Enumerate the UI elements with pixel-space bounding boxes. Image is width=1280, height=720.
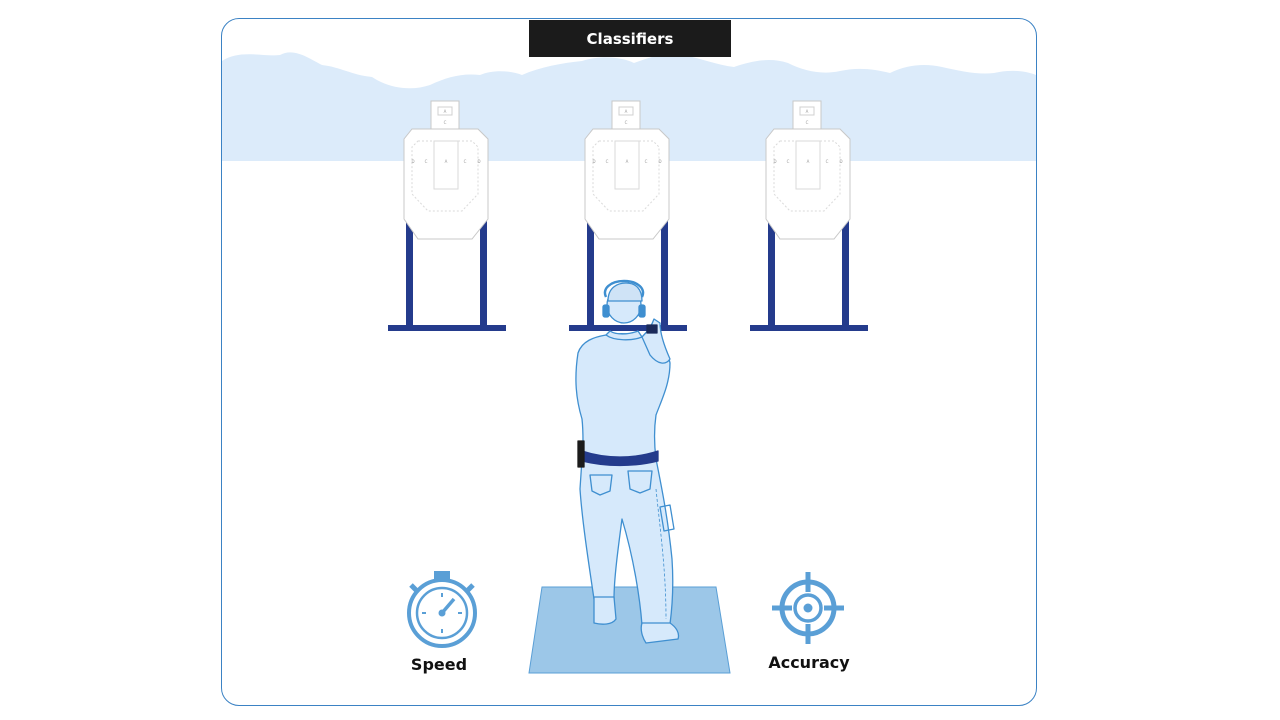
- target-head: [430, 100, 460, 132]
- target-right: A C D C A C D: [750, 100, 868, 331]
- accuracy-label: Accuracy: [768, 653, 850, 672]
- target-head: [792, 100, 822, 132]
- stand-post: [842, 199, 849, 327]
- target-head: [611, 100, 641, 132]
- shooter-collar: [605, 330, 643, 341]
- stand-post: [587, 199, 594, 327]
- speed-label: Speed: [410, 655, 468, 674]
- zone-label: A: [806, 109, 809, 114]
- diagram-frame: A C D C A C D A C D C A C D: [221, 18, 1037, 706]
- ear-cup-right: [638, 304, 646, 318]
- zone-label: A: [807, 159, 810, 164]
- zone-label: A: [445, 159, 448, 164]
- shooting-mat: [528, 586, 731, 674]
- zone-label: A: [444, 109, 447, 114]
- zone-label: D: [592, 159, 595, 164]
- target-body: [765, 128, 851, 240]
- ear-cup-left: [602, 304, 610, 318]
- zone-label: D: [477, 159, 480, 164]
- zone-label: C: [787, 159, 790, 164]
- stand-base: [569, 325, 687, 331]
- holster: [577, 440, 585, 468]
- zone-label: D: [839, 159, 842, 164]
- stand-post: [406, 199, 413, 327]
- ear-protection: [603, 279, 645, 298]
- zone-label: D: [773, 159, 776, 164]
- zone-label: D: [411, 159, 414, 164]
- leg-pocket: [659, 504, 675, 532]
- crosshair-icon: [772, 572, 844, 644]
- pistol: [646, 324, 658, 334]
- shooter-figure: [575, 279, 680, 644]
- zone-label: C: [606, 159, 609, 164]
- stand-base: [388, 325, 506, 331]
- right-shoe: [640, 622, 680, 644]
- zone-label: A: [625, 109, 628, 114]
- zone-label: C: [464, 159, 467, 164]
- left-shoe: [593, 596, 617, 625]
- zone-label: C: [425, 159, 428, 164]
- zone-label: D: [658, 159, 661, 164]
- shooter-belt: [581, 450, 659, 467]
- target-body: [584, 128, 670, 240]
- zone-label: A: [626, 159, 629, 164]
- stand-base: [750, 325, 868, 331]
- target-body: [403, 128, 489, 240]
- title-banner: Classifiers: [529, 20, 731, 57]
- zone-label: C: [625, 120, 628, 125]
- back-pocket-right: [627, 470, 653, 494]
- zone-label: C: [806, 120, 809, 125]
- shooter-legs: [579, 458, 674, 626]
- stand-post: [661, 199, 668, 327]
- zone-label: C: [645, 159, 648, 164]
- target-center: A C D C A C D: [569, 100, 687, 331]
- target-left: A C D C A C D: [388, 100, 506, 331]
- zone-label: C: [444, 120, 447, 125]
- range-scene: A C D C A C D A C D C A C D: [222, 52, 1036, 674]
- zone-label: C: [826, 159, 829, 164]
- shooter-cap: [607, 282, 643, 302]
- stand-post: [480, 199, 487, 327]
- back-pocket-left: [589, 474, 613, 496]
- stand-post: [768, 199, 775, 327]
- stopwatch-icon: [407, 571, 477, 648]
